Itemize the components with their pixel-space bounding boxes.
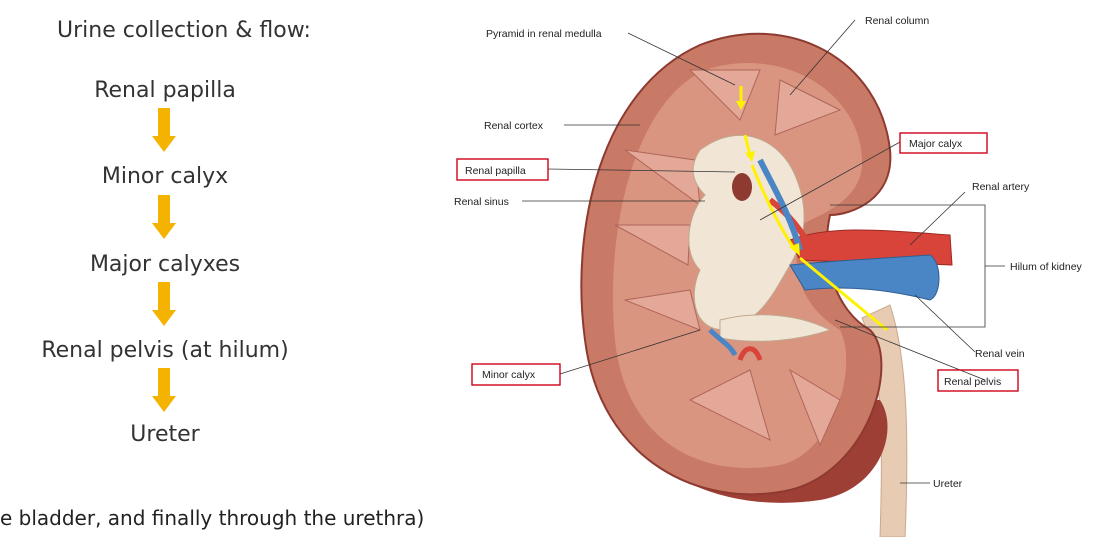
label-renal-pelvis: Renal pelvis (944, 376, 1001, 388)
footer-text: e bladder, and finally through the ureth… (0, 506, 425, 530)
down-arrow-icon (152, 282, 176, 326)
label-hilum: Hilum of kidney (1010, 261, 1083, 273)
renal-pyramids (614, 69, 842, 447)
label-ureter: Ureter (933, 478, 963, 490)
step-major-calyxes: Major calyxes (89, 252, 241, 277)
step-renal-pelvis: Renal pelvis (at hilum) (41, 338, 289, 363)
down-arrow-icon (152, 108, 176, 152)
label-renal-papilla: Renal papilla (465, 165, 526, 177)
label-renal-vein: Renal vein (975, 348, 1025, 360)
label-renal-sinus: Renal sinus (454, 196, 509, 208)
kidney-diagram: Pyramid in renal medulla Renal column Re… (454, 15, 1083, 537)
label-renal-column: Renal column (865, 15, 929, 27)
label-renal-artery: Renal artery (972, 181, 1030, 193)
urine-flow-path (736, 86, 888, 332)
step-renal-papilla: Renal papilla (94, 78, 236, 103)
step-minor-calyx: Minor calyx (101, 164, 229, 189)
label-major-calyx: Major calyx (909, 138, 963, 150)
down-arrow-icon (152, 368, 176, 412)
down-arrow-icon (152, 195, 176, 239)
flow-title: Urine collection & flow: (57, 18, 311, 43)
renal-vein (789, 254, 940, 301)
label-renal-cortex: Renal cortex (484, 120, 544, 132)
label-pyramid: Pyramid in renal medulla (486, 28, 602, 40)
step-ureter: Ureter (130, 422, 200, 447)
highlight-boxes (456, 132, 1019, 392)
label-minor-calyx: Minor calyx (482, 369, 536, 381)
calyx-opening (732, 173, 752, 201)
leader-lines (522, 19, 1005, 484)
